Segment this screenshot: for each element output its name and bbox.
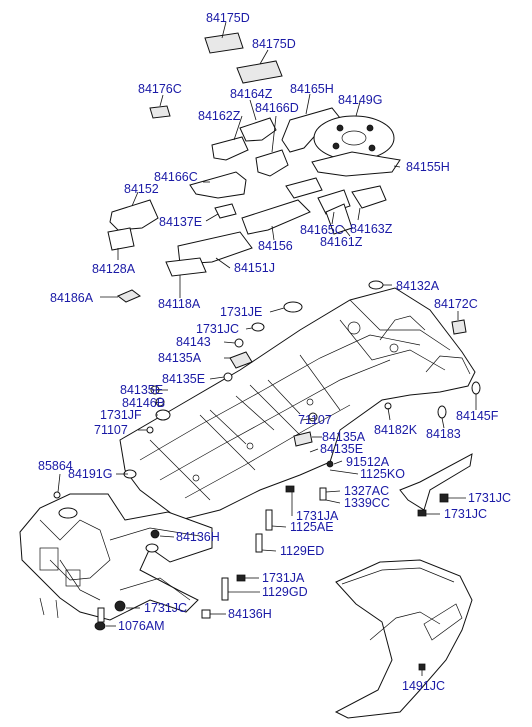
label-1731jc-upper[interactable]: 1731JC	[196, 322, 239, 336]
label-84135e-left2[interactable]: 84135E	[120, 383, 163, 397]
label-84165c[interactable]: 84165C	[300, 223, 344, 237]
clip-84137e	[214, 203, 237, 219]
label-84175d-lower[interactable]: 84175D	[252, 37, 296, 51]
pad-84176c	[149, 105, 171, 119]
label-84183[interactable]: 84183	[426, 427, 461, 441]
pad-84164z	[239, 117, 277, 142]
pad-84152	[109, 199, 159, 231]
label-84165h[interactable]: 84165H	[290, 82, 334, 96]
floor-pan-assembly	[119, 287, 476, 521]
pad-84175d-lower	[236, 60, 283, 84]
callout-labels: 84175D 84175D 84176C 84164Z 84165H 84149…	[38, 11, 511, 693]
pad-84128a	[107, 227, 135, 251]
label-84136h-lower[interactable]: 84136H	[228, 607, 272, 621]
label-71107-left[interactable]: 71107	[94, 423, 128, 437]
pad-84166c	[189, 171, 247, 199]
floor-plugs	[123, 301, 481, 479]
label-84146b[interactable]: 84146B	[122, 396, 165, 410]
label-84143[interactable]: 84143	[176, 335, 211, 349]
label-85864[interactable]: 85864	[38, 459, 73, 473]
label-84151j[interactable]: 84151J	[234, 261, 275, 275]
label-84191g[interactable]: 84191G	[68, 467, 112, 481]
front-frame-assembly	[19, 491, 213, 621]
label-1125ko[interactable]: 1125KO	[360, 467, 405, 481]
pad-84155h	[311, 151, 401, 177]
pad-84165h	[281, 107, 341, 153]
leader-lines	[57, 21, 477, 676]
label-84135e-right[interactable]: 84135E	[320, 442, 363, 456]
plug-84172c	[451, 319, 467, 335]
label-84137e[interactable]: 84137E	[159, 215, 202, 229]
label-84155h[interactable]: 84155H	[406, 160, 450, 174]
label-84156[interactable]: 84156	[258, 239, 293, 253]
pad-84161z	[325, 203, 353, 235]
label-1129gd[interactable]: 1129GD	[262, 585, 308, 599]
label-84166c[interactable]: 84166C	[154, 170, 198, 184]
label-1731jf[interactable]: 1731JF	[100, 408, 142, 422]
label-84135e-left[interactable]: 84135E	[162, 372, 205, 386]
label-1491jc[interactable]: 1491JC	[402, 679, 445, 693]
label-84163z[interactable]: 84163Z	[350, 222, 393, 236]
label-84164z[interactable]: 84164Z	[230, 87, 273, 101]
label-1076am[interactable]: 1076AM	[118, 619, 165, 633]
label-1731jc-front[interactable]: 1731JC	[144, 601, 187, 615]
grommets-front	[94, 529, 160, 631]
rear-bracket-right	[399, 453, 473, 517]
rear-quarter-panel	[334, 559, 473, 719]
label-84149g[interactable]: 84149G	[338, 93, 382, 107]
pad-84163z	[351, 185, 387, 209]
label-1731jc-right1[interactable]: 1731JC	[468, 491, 511, 505]
label-84118a[interactable]: 84118A	[158, 297, 201, 311]
label-1327ac[interactable]: 1327AC	[344, 484, 389, 498]
label-1731je[interactable]: 1731JE	[220, 305, 262, 319]
label-1731ja-lower[interactable]: 1731JA	[262, 571, 305, 585]
label-84135a-right[interactable]: 84135A	[322, 430, 366, 444]
label-91512a[interactable]: 91512A	[346, 455, 390, 469]
label-1731jc-right2[interactable]: 1731JC	[444, 507, 487, 521]
label-84132a[interactable]: 84132A	[396, 279, 440, 293]
label-1129ed[interactable]: 1129ED	[280, 544, 324, 558]
label-84166d[interactable]: 84166D	[255, 101, 299, 115]
pad-84166d	[255, 149, 289, 177]
pad-84162z	[211, 136, 249, 161]
pad-84186a	[117, 289, 141, 303]
label-71107-right[interactable]: 71107	[298, 413, 332, 427]
pad-84175d-upper	[204, 32, 244, 54]
label-84128a[interactable]: 84128A	[92, 262, 136, 276]
label-84162z[interactable]: 84162Z	[198, 109, 241, 123]
label-1125ae[interactable]: 1125AE	[290, 520, 334, 534]
label-84161z[interactable]: 84161Z	[320, 235, 363, 249]
label-1731ja-floor[interactable]: 1731JA	[296, 509, 339, 523]
label-84136h-upper[interactable]: 84136H	[176, 530, 220, 544]
floor-fasteners	[201, 485, 327, 619]
label-1339cc[interactable]: 1339CC	[344, 496, 390, 510]
label-84152[interactable]: 84152	[124, 182, 159, 196]
label-84182k[interactable]: 84182K	[374, 423, 418, 437]
pad-84156	[241, 177, 323, 235]
label-84175d-upper[interactable]: 84175D	[206, 11, 250, 25]
label-84135a-left[interactable]: 84135A	[158, 351, 202, 365]
grommet-84132a	[368, 280, 384, 290]
label-84172c[interactable]: 84172C	[434, 297, 478, 311]
label-84176c[interactable]: 84176C	[138, 82, 182, 96]
pad-84118a	[165, 257, 207, 277]
label-84186a[interactable]: 84186A	[50, 291, 94, 305]
label-84145f[interactable]: 84145F	[456, 409, 499, 423]
